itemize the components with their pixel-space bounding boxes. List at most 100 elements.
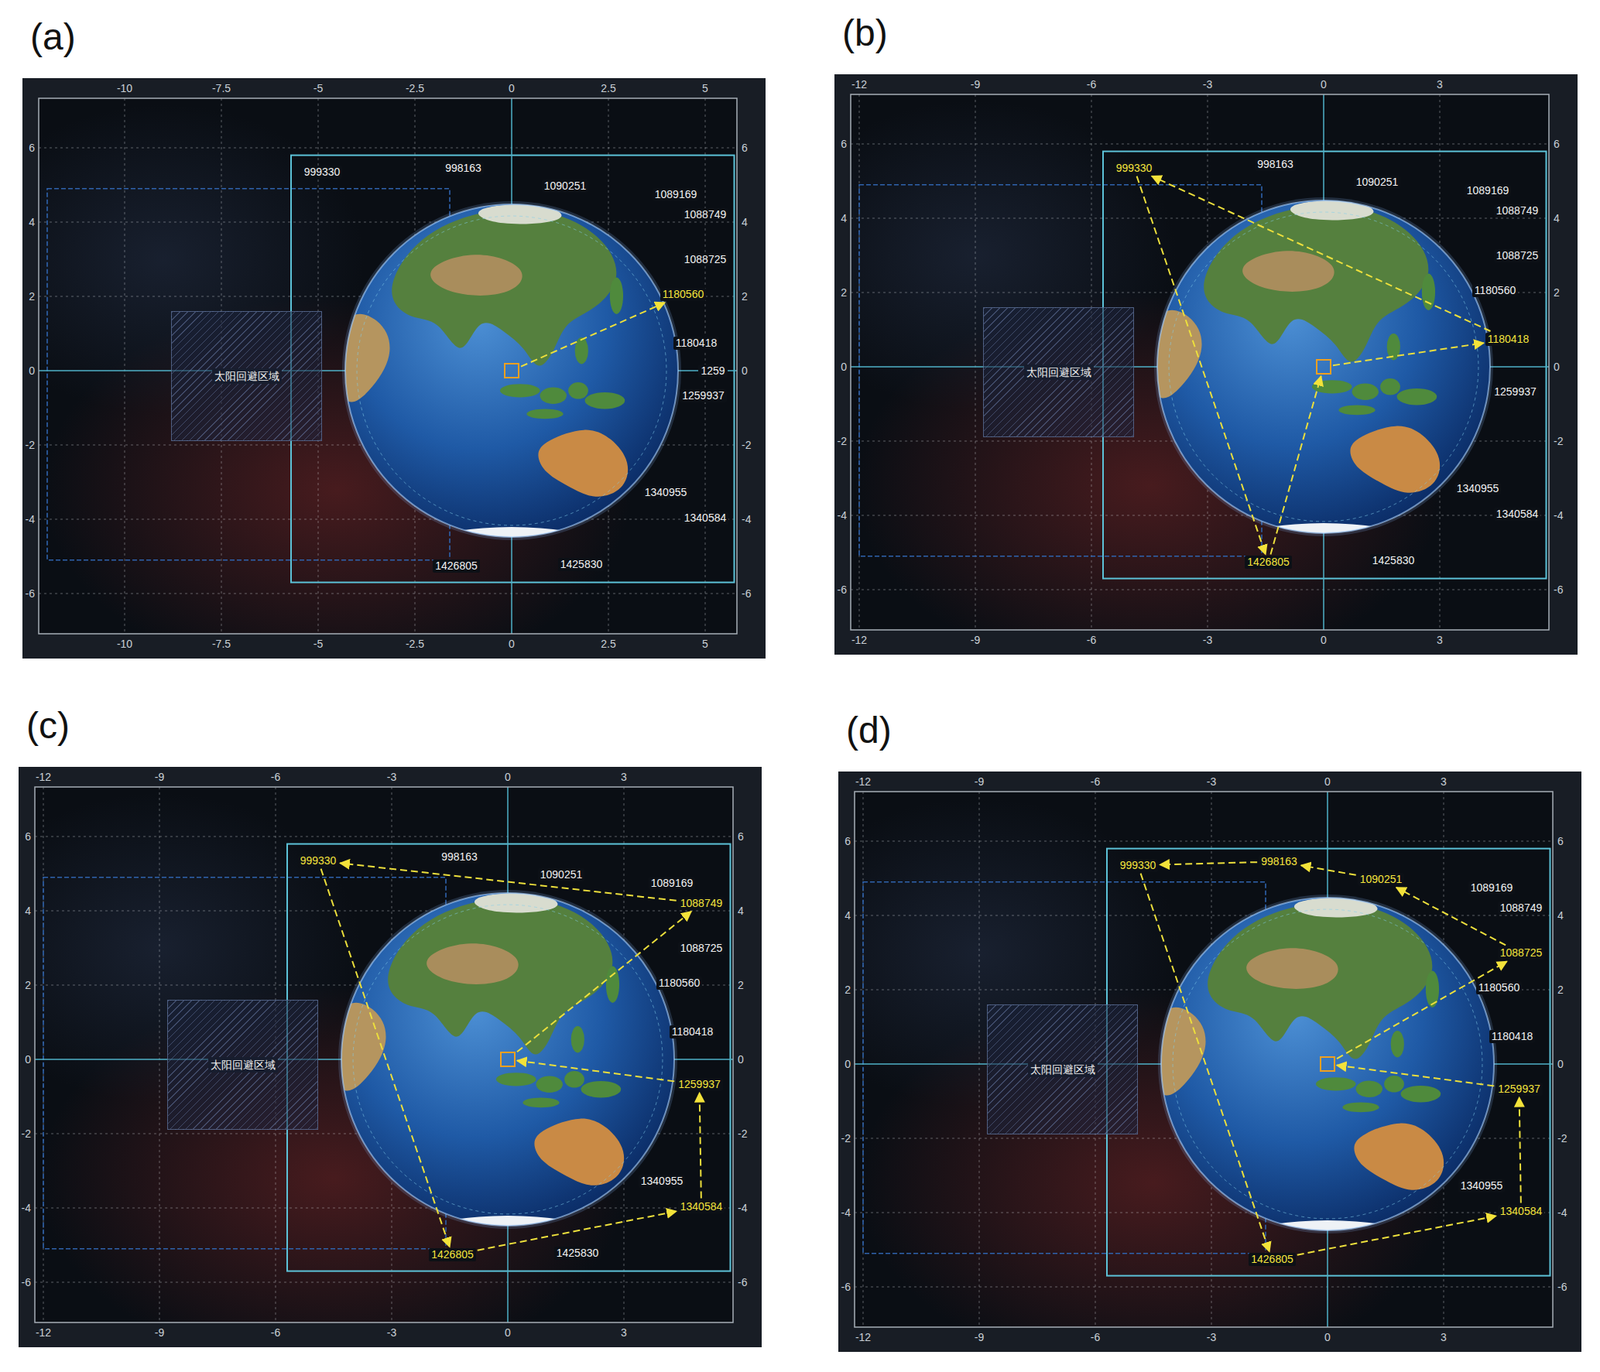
axis-tick: -2 <box>737 1127 747 1141</box>
atmosphere <box>338 890 678 1230</box>
axis-tick: -4 <box>737 1202 747 1215</box>
earth-rim <box>1157 200 1491 534</box>
object-id: 1340584 <box>680 1200 723 1214</box>
space-object: 1090251 <box>1353 175 1402 189</box>
axis-tick: -9 <box>154 770 165 784</box>
island <box>1401 1086 1442 1104</box>
space-object: 1259937 <box>1495 1082 1543 1097</box>
earth-ocean <box>1161 897 1494 1231</box>
coverage-box <box>287 844 731 1272</box>
plot-area <box>34 787 734 1323</box>
axis-tick: -2 <box>741 438 751 452</box>
island <box>564 1071 585 1089</box>
space-object: 1426805 <box>1248 1253 1296 1267</box>
axis-tick: 0 <box>1320 633 1327 647</box>
space-object: 1089169 <box>648 877 696 891</box>
route-arrow <box>1151 176 1491 332</box>
grid-line <box>34 1282 734 1284</box>
route-arrow <box>1137 176 1266 556</box>
object-id: 999330 <box>1120 859 1157 873</box>
object-id: 1090251 <box>544 179 587 193</box>
grid-line <box>854 915 1553 917</box>
axis-tick: -9 <box>154 1326 165 1340</box>
route-arrow <box>517 1061 675 1083</box>
island <box>609 277 624 315</box>
figure-panel: (d)太阳回避区域9993309981631090251108916910887… <box>838 771 1582 1353</box>
route-arrow <box>1270 376 1321 555</box>
earth-ocean <box>1157 200 1491 534</box>
axis-tick: 2 <box>1557 983 1564 997</box>
axis-tick: -9 <box>970 78 980 91</box>
grid-line <box>850 589 1549 591</box>
island <box>540 387 567 405</box>
space-object: 1088725 <box>1497 946 1546 960</box>
object-id: 1180418 <box>1487 332 1529 347</box>
region-label: 太阳回避区域 <box>212 368 282 384</box>
axis-tick: -2 <box>1553 435 1563 448</box>
snow <box>474 893 559 913</box>
space-object: 1340584 <box>681 511 730 525</box>
axis-tick: 4 <box>1553 212 1560 225</box>
space-object: 1259937 <box>679 389 727 403</box>
island <box>1421 274 1436 311</box>
object-id: 999330 <box>1116 161 1153 175</box>
axis-tick: -10 <box>116 637 133 651</box>
axis-tick: -2 <box>841 1132 851 1145</box>
grid-line <box>859 94 860 631</box>
snow <box>478 204 562 224</box>
space-object: 1088725 <box>681 253 730 267</box>
asia <box>1203 205 1429 363</box>
axis-tick: 0 <box>1553 360 1560 374</box>
grid-line <box>34 1208 734 1210</box>
axis-tick: -4 <box>841 1206 851 1220</box>
axis-tick: -9 <box>970 633 980 647</box>
route-arrow <box>1297 1216 1497 1255</box>
axis-tick: 3 <box>1440 1331 1447 1344</box>
island <box>1338 404 1375 415</box>
object-id: 1259937 <box>681 389 725 403</box>
axis-tick: 4 <box>1557 909 1564 922</box>
space-object: 1259937 <box>675 1078 723 1092</box>
coverage-box <box>291 155 735 583</box>
axis-tick: -6 <box>270 1326 281 1340</box>
plot-frame <box>38 98 737 634</box>
desert <box>426 943 519 985</box>
axis-tick: -10 <box>116 82 133 95</box>
route-arrow <box>1396 887 1506 946</box>
object-id: 1426805 <box>1247 555 1290 569</box>
axis-tick: 0 <box>1324 1331 1331 1344</box>
plot-area <box>850 94 1549 631</box>
grid-line <box>975 94 977 631</box>
object-id: 1259 <box>700 364 725 378</box>
axis-tick: 0 <box>1320 78 1327 91</box>
island <box>606 966 620 1004</box>
space-object: 1180560 <box>1476 981 1522 995</box>
axis-tick: -6 <box>1090 1331 1100 1344</box>
island <box>1315 1077 1357 1091</box>
axis-tick: -4 <box>1557 1206 1567 1220</box>
island <box>1356 1081 1383 1099</box>
orbit-ring <box>1172 909 1483 1220</box>
plot-panel <box>0 767 762 1372</box>
axis-tick: 0 <box>840 360 847 374</box>
axis-tick: 4 <box>737 904 744 918</box>
axis-tick: 6 <box>28 141 35 155</box>
object-id: 1089169 <box>650 877 694 891</box>
axis-tick: -2 <box>21 1127 31 1141</box>
antarctica <box>432 1216 583 1243</box>
space-object: 1340955 <box>642 486 690 500</box>
origin-marker <box>503 363 520 379</box>
axis-tick: -2 <box>25 438 35 452</box>
object-id: 1340584 <box>1500 1205 1543 1219</box>
space-object: 999330 <box>298 854 340 868</box>
island <box>1352 383 1379 401</box>
route-arrow <box>321 869 450 1248</box>
object-id: 1259937 <box>678 1078 721 1092</box>
space-object: 1425830 <box>558 558 606 572</box>
panel-letter: (a) <box>30 16 76 59</box>
space-object: 998163 <box>442 161 484 175</box>
object-id: 1089169 <box>1470 881 1514 895</box>
island <box>568 382 589 400</box>
earth-land <box>1150 200 1440 550</box>
